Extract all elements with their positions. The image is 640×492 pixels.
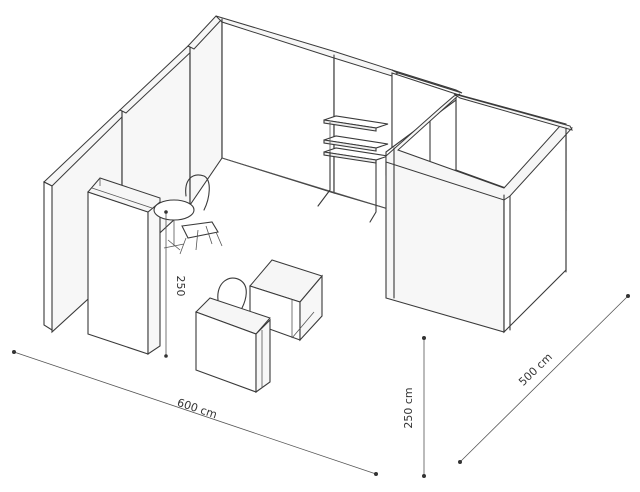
reception-counter	[195, 277, 271, 394]
cabinet-height-dimension	[164, 210, 168, 358]
cabinet-height-label: 250	[174, 276, 187, 297]
height-label: 250 cm	[402, 387, 415, 428]
storage-cabin	[385, 93, 573, 334]
tall-cabinet	[87, 177, 161, 356]
width-label: 600 cm	[175, 396, 218, 421]
height-dimension	[422, 336, 426, 478]
depth-label: 500 cm	[516, 350, 555, 388]
back-wall	[215, 15, 463, 211]
wall-shelf	[317, 115, 389, 223]
table-and-chair	[153, 174, 223, 255]
depth-dimension	[458, 294, 630, 464]
width-dimension	[12, 350, 378, 476]
